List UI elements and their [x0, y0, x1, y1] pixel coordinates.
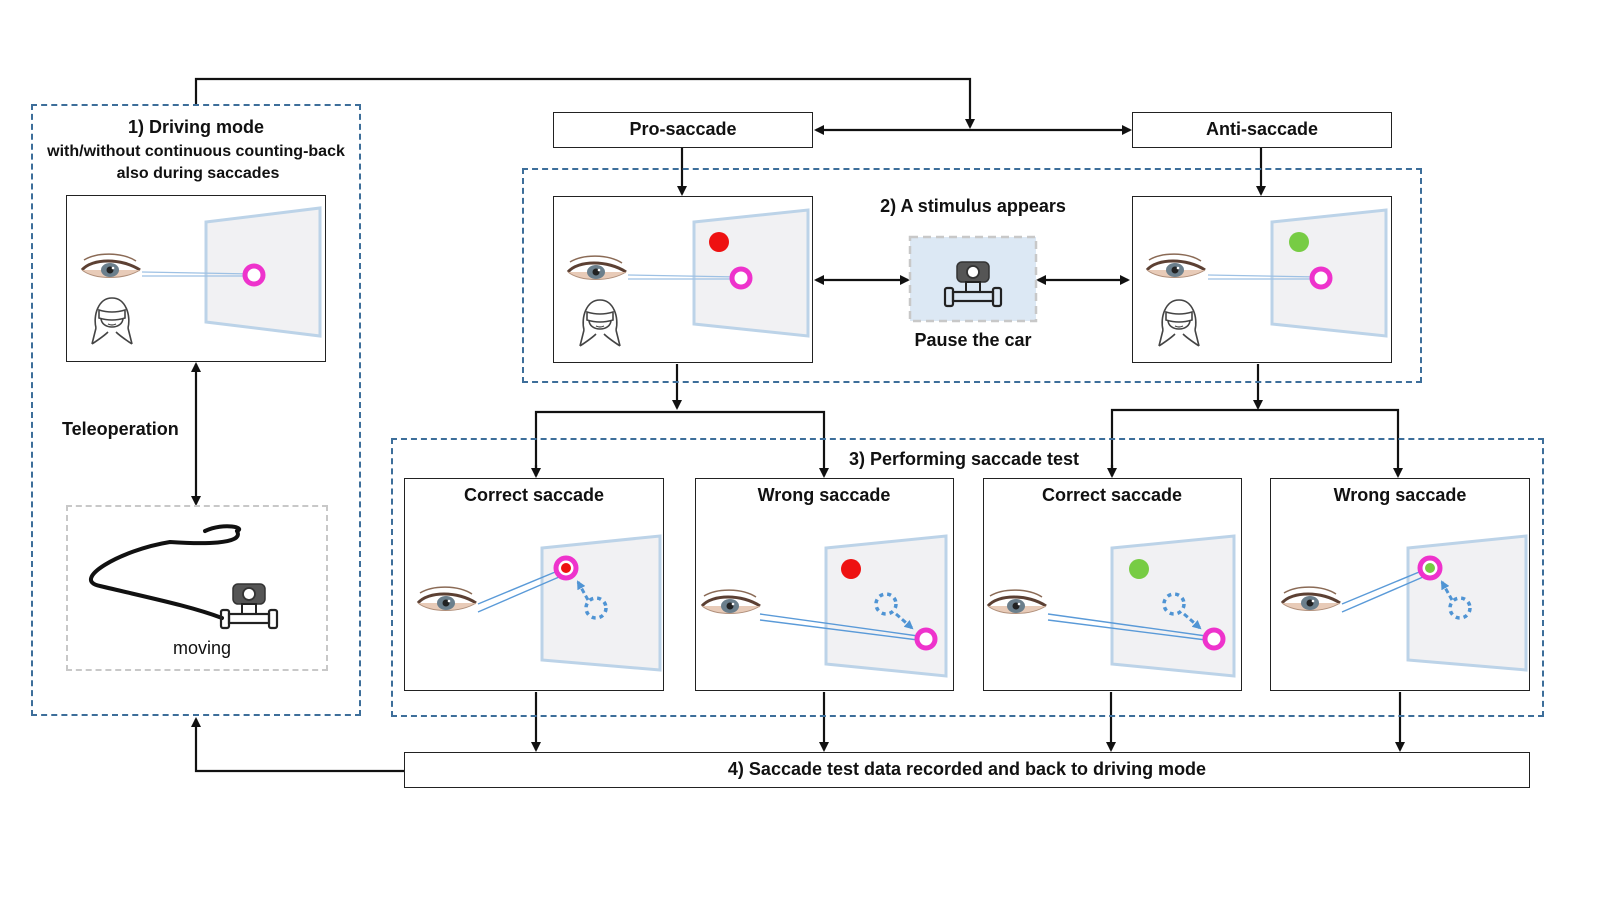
result-label-3: Correct saccade [1041, 485, 1183, 505]
recorded-bar [404, 752, 1530, 788]
pause-car-label: Pause the car [914, 330, 1032, 350]
result-label-2: Wrong saccade [757, 485, 891, 505]
pro-saccade-label: Pro-saccade [629, 119, 737, 139]
result-label-4: Wrong saccade [1333, 485, 1467, 505]
pro-saccade-box [553, 112, 813, 148]
anti-saccade-box [1132, 112, 1392, 148]
moving-label: moving [172, 638, 232, 658]
moving-car-scene [89, 524, 279, 630]
moving-car-panel [66, 505, 328, 671]
result-box-1 [404, 478, 664, 691]
performing-test-title: 3) Performing saccade test [848, 449, 1080, 469]
pause-car-icon [908, 235, 1038, 323]
driving-mode-title: 1) Driving mode [127, 117, 265, 137]
driving-mode-frame [31, 104, 361, 716]
pro-correct-scene [416, 534, 662, 672]
result-box-2 [695, 478, 954, 691]
anti-stimulus-scene [1145, 208, 1388, 347]
driving-mode-subtitle-2: also during saccades [116, 165, 280, 182]
driving-mode-subtitle: with/without continuous counting-back [47, 143, 345, 160]
anti-saccade-label: Anti-saccade [1205, 119, 1319, 139]
stimulus-frame [522, 168, 1422, 383]
result-label-1: Correct saccade [463, 485, 605, 505]
recorded-label: 4) Saccade test data recorded and back t… [727, 759, 1207, 779]
anti-wrong-scene [1280, 534, 1528, 672]
anti-correct-scene [986, 534, 1236, 678]
pro-stimulus-scene [566, 208, 810, 347]
result-box-4 [1270, 478, 1530, 691]
pro-wrong-scene [700, 534, 948, 678]
result-box-3 [983, 478, 1242, 691]
teleoperation-label: Teleoperation [62, 419, 179, 439]
driving-screen-scene [80, 206, 322, 345]
anti-stimulus-box [1132, 196, 1392, 363]
pro-stimulus-box [553, 196, 813, 363]
saccade-test-frame [391, 438, 1544, 717]
stimulus-title: 2) A stimulus appears [880, 196, 1066, 216]
driving-screen-box [66, 195, 326, 362]
